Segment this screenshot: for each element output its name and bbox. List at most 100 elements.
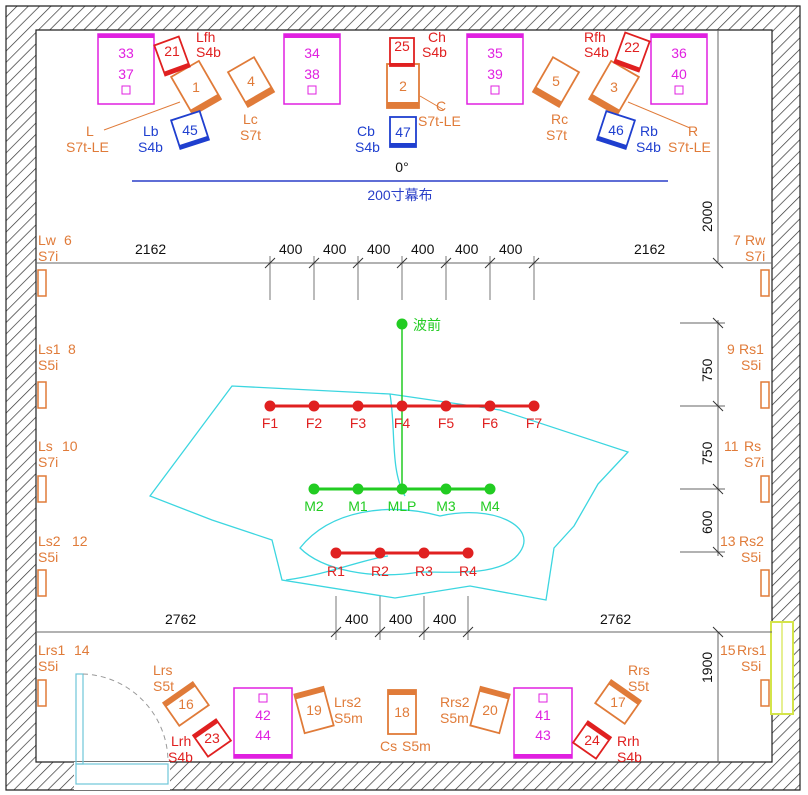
speaker-Lfh: 21 <box>153 35 191 77</box>
speaker-Lrh: 23 <box>191 718 233 758</box>
svg-text:8: 8 <box>68 341 76 357</box>
svg-text:S4b: S4b <box>196 44 221 60</box>
svg-text:33: 33 <box>118 45 134 61</box>
subwoofer-front-mid-right: 35 39 <box>466 33 524 105</box>
dim-rear-depth: 1900 <box>699 652 715 683</box>
dim-lower-left: 2762 <box>165 611 196 627</box>
dim-rear-spacing-1: 400 <box>345 611 369 627</box>
speaker-Ls-icon <box>37 475 47 503</box>
svg-text:S5m: S5m <box>402 738 431 754</box>
svg-text:Ch: Ch <box>428 29 446 45</box>
speaker-Lc: 4 <box>226 55 276 109</box>
rear-seat-point <box>374 547 386 559</box>
mid-seat-label: M2 <box>304 498 324 514</box>
svg-text:Rc: Rc <box>551 111 568 127</box>
svg-text:Rs: Rs <box>744 438 761 454</box>
dim-row-gap-2: 750 <box>699 441 715 465</box>
speaker-Rw-icon <box>760 269 770 297</box>
svg-text:37: 37 <box>118 66 134 82</box>
front-seat-label: F5 <box>438 415 455 431</box>
svg-text:Rb: Rb <box>640 123 658 139</box>
svg-text:35: 35 <box>487 45 503 61</box>
svg-text:9: 9 <box>727 341 735 357</box>
reference-label: 波前 <box>413 317 441 333</box>
rear-seat-label: R3 <box>415 563 433 579</box>
speaker-Ch: 25 <box>389 37 415 67</box>
svg-text:1: 1 <box>192 79 200 95</box>
svg-text:Lfh: Lfh <box>196 29 215 45</box>
rear-seat-point <box>330 547 342 559</box>
projection-screen: 200寸幕布 0° <box>132 159 668 203</box>
speaker-Rrs: 17 <box>593 678 643 726</box>
mid-seat-label: M3 <box>436 498 456 514</box>
subwoofer-front-left: 33 37 <box>97 33 155 105</box>
svg-text:41: 41 <box>535 707 551 723</box>
svg-text:S7i: S7i <box>745 248 765 264</box>
svg-text:S7t-LE: S7t-LE <box>66 139 109 155</box>
svg-text:S7t: S7t <box>240 127 261 143</box>
mid-seat-label: M4 <box>480 498 500 514</box>
speaker-Rrh: 24 <box>571 720 613 760</box>
front-seat-point <box>264 400 276 412</box>
svg-text:S5i: S5i <box>38 658 58 674</box>
dim-lower-right: 2762 <box>600 611 631 627</box>
svg-text:13: 13 <box>720 533 736 549</box>
svg-text:Lrs1: Lrs1 <box>38 642 65 658</box>
dim-front-depth: 2000 <box>699 201 715 232</box>
door <box>74 673 170 790</box>
dim-front-spacing-3: 400 <box>367 241 391 257</box>
svg-text:Rs2: Rs2 <box>739 533 764 549</box>
svg-text:Rrh: Rrh <box>617 733 640 749</box>
side-opening <box>770 621 794 715</box>
svg-text:6: 6 <box>64 232 72 248</box>
mid-seat-point <box>484 483 496 495</box>
speaker-Lrs2: 19 <box>293 685 335 735</box>
dim-front-spacing-1: 400 <box>279 241 303 257</box>
dim-upper-left: 2162 <box>135 241 166 257</box>
svg-text:12: 12 <box>72 533 88 549</box>
speaker-Cb: 47 <box>389 116 417 148</box>
svg-text:S4b: S4b <box>636 139 661 155</box>
rear-seat-label: R1 <box>327 563 345 579</box>
dim-row-gap-1: 750 <box>699 358 715 382</box>
svg-text:18: 18 <box>394 704 410 720</box>
svg-text:19: 19 <box>306 702 322 718</box>
svg-text:39: 39 <box>487 66 503 82</box>
front-seat-point <box>440 400 452 412</box>
svg-text:S5t: S5t <box>153 678 174 694</box>
svg-text:S7t-LE: S7t-LE <box>668 139 711 155</box>
front-seat-label: F3 <box>350 415 367 431</box>
speaker-Rs2-icon <box>760 569 770 597</box>
speaker-C: 2 <box>386 63 420 109</box>
mid-seat-point <box>308 483 320 495</box>
dim-row-gap-3: 600 <box>699 510 715 534</box>
svg-text:S5i: S5i <box>38 357 58 373</box>
speaker-Rfh: 22 <box>613 31 651 73</box>
svg-text:15: 15 <box>720 642 736 658</box>
svg-text:L: L <box>86 123 94 139</box>
dim-front-spacing-5: 400 <box>455 241 479 257</box>
svg-text:36: 36 <box>671 45 687 61</box>
subwoofers: 33 37 34 38 35 39 36 40 <box>97 33 708 759</box>
bottom-speakers: 45 47 46 <box>169 109 637 151</box>
subwoofer-rear-right: 41 43 <box>513 687 573 759</box>
dim-upper-right: 2162 <box>634 241 665 257</box>
dim-front-spacing-6: 400 <box>499 241 523 257</box>
svg-text:25: 25 <box>394 38 410 54</box>
svg-text:Lw: Lw <box>38 232 57 248</box>
svg-text:11: 11 <box>724 438 739 454</box>
svg-text:Ls1: Ls1 <box>38 341 61 357</box>
svg-text:Lc: Lc <box>243 111 258 127</box>
rear-seat-label: R4 <box>459 563 477 579</box>
svg-text:S5m: S5m <box>440 710 469 726</box>
wall-speakers <box>37 269 770 707</box>
speaker-labels: Lfh S4b L S7t-LE Lb S4b Lc S7t Ch S4b C … <box>38 29 767 765</box>
svg-text:3: 3 <box>610 79 618 95</box>
mid-seat-point <box>396 483 408 495</box>
svg-text:R: R <box>688 123 698 139</box>
dim-rear-spacing-2: 400 <box>389 611 413 627</box>
rear-seat-point <box>418 547 430 559</box>
speaker-Rc: 5 <box>531 55 581 109</box>
svg-text:21: 21 <box>164 43 180 59</box>
